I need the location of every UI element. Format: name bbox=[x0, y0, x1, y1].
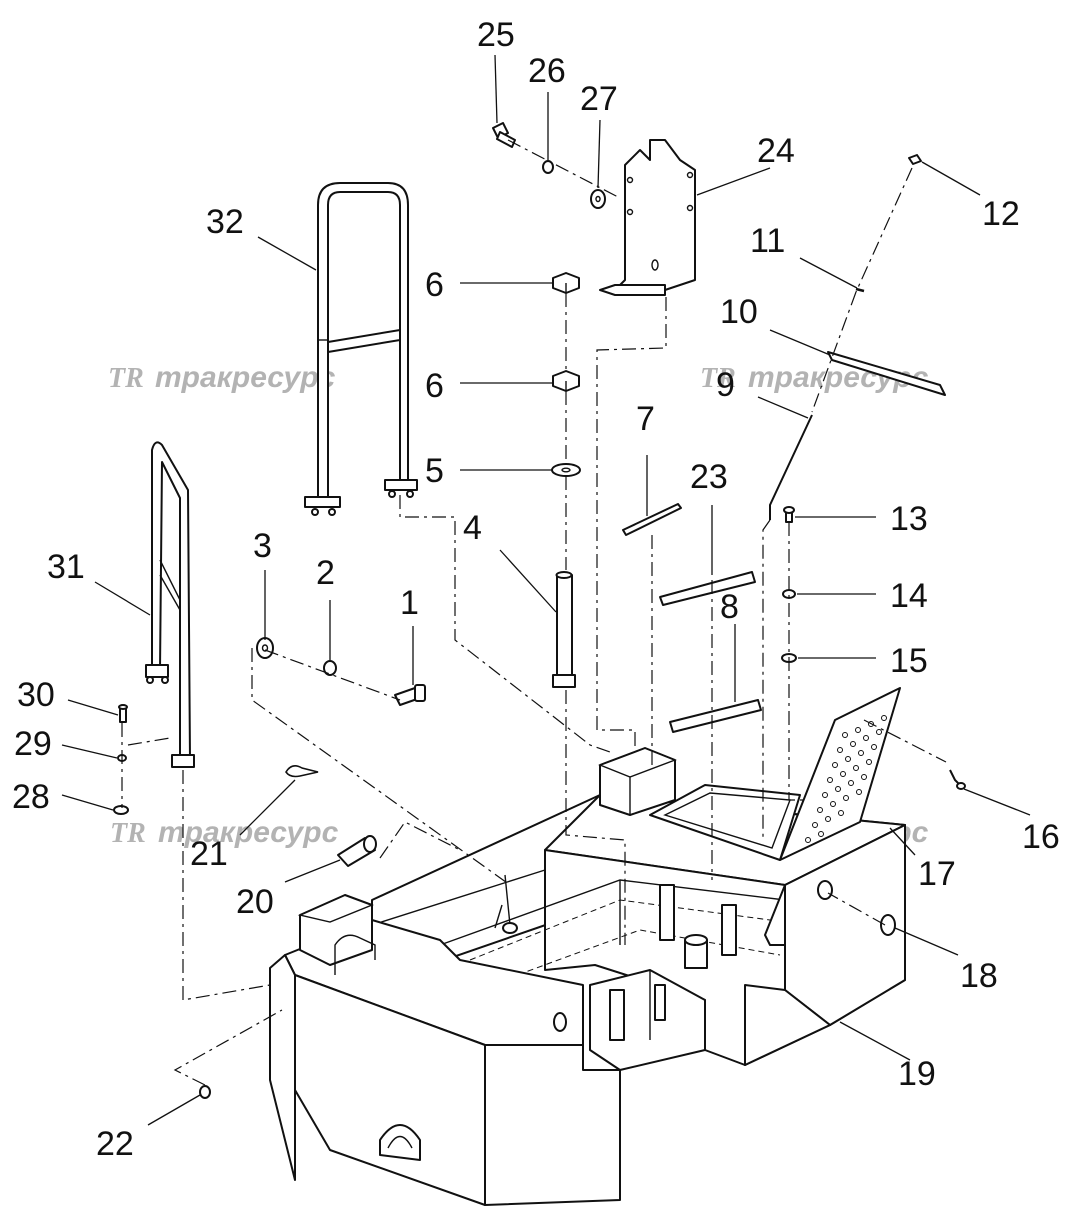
part-31-handrail bbox=[145, 441, 195, 768]
part-4-pin bbox=[552, 571, 576, 688]
callout-1: 1 bbox=[400, 584, 419, 622]
callout-6-upper: 6 bbox=[425, 266, 444, 304]
part-23-pad bbox=[659, 571, 756, 606]
assembly-centerlines bbox=[121, 139, 947, 1086]
callout-25: 25 bbox=[477, 16, 515, 54]
callout-7: 7 bbox=[636, 400, 655, 438]
callout-11: 11 bbox=[750, 222, 785, 260]
callout-17: 17 bbox=[918, 855, 956, 893]
callout-15: 15 bbox=[890, 642, 928, 680]
part-26-lock-washer bbox=[542, 160, 554, 174]
callout-19: 19 bbox=[898, 1055, 936, 1093]
callout-30: 30 bbox=[17, 676, 55, 714]
part-8-pad bbox=[669, 699, 762, 733]
callout-21: 21 bbox=[190, 835, 228, 873]
part-32-handrail bbox=[304, 182, 418, 516]
watermark-1: TR тракресурс bbox=[108, 361, 336, 394]
callout-16: 16 bbox=[1022, 818, 1060, 856]
watermark-3: TR тракресурс bbox=[110, 816, 339, 849]
part-6-nut-lower bbox=[552, 370, 580, 392]
left-handle-housing bbox=[297, 894, 376, 975]
part-9-rod bbox=[769, 414, 813, 520]
callout-8: 8 bbox=[720, 588, 739, 626]
part-20-pin bbox=[337, 835, 377, 867]
part-22-nut bbox=[199, 1085, 211, 1099]
callout-2: 2 bbox=[316, 554, 335, 592]
callout-23: 23 bbox=[690, 458, 728, 496]
part-2-lock-washer bbox=[323, 660, 337, 676]
callout-20: 20 bbox=[236, 883, 274, 921]
part-5-washer bbox=[551, 463, 581, 477]
deck-hatch-opening bbox=[649, 784, 801, 861]
deck-box bbox=[598, 747, 677, 816]
part-27-washer bbox=[590, 189, 606, 209]
callout-28: 28 bbox=[12, 778, 50, 816]
part-24-bracket bbox=[599, 139, 696, 296]
callout-22: 22 bbox=[96, 1125, 134, 1163]
part-13-pin bbox=[783, 506, 795, 523]
callout-numbers: 1 2 3 4 5 6 6 7 8 9 10 11 12 13 14 15 16… bbox=[12, 16, 1060, 1163]
callout-6-lower: 6 bbox=[425, 367, 444, 405]
callout-31: 31 bbox=[47, 548, 85, 586]
callout-5: 5 bbox=[425, 452, 444, 490]
main-frame-body bbox=[269, 794, 906, 1206]
part-30-bolt bbox=[118, 704, 128, 723]
callout-4: 4 bbox=[463, 509, 482, 547]
part-28-washer bbox=[113, 805, 129, 815]
callout-24: 24 bbox=[757, 132, 795, 170]
callout-18: 18 bbox=[960, 957, 998, 995]
part-12-nut bbox=[908, 154, 922, 165]
part-25-bolt bbox=[492, 122, 516, 148]
callout-3: 3 bbox=[253, 527, 272, 565]
part-21-cotter-pin bbox=[285, 764, 319, 778]
part-10-plate bbox=[827, 351, 946, 396]
watermark-text: тракресурс bbox=[155, 361, 336, 394]
part-1-bolt bbox=[394, 684, 426, 706]
callout-29: 29 bbox=[14, 725, 52, 763]
callout-9: 9 bbox=[716, 366, 735, 404]
callout-14: 14 bbox=[890, 577, 928, 615]
part-17-pedal-plate bbox=[779, 687, 901, 861]
watermark-logo: TR bbox=[110, 818, 146, 849]
watermark-text: тракресурс bbox=[158, 816, 339, 849]
part-7-strip bbox=[622, 503, 682, 536]
callout-13: 13 bbox=[890, 500, 928, 538]
watermark-logo: TR bbox=[700, 363, 736, 394]
part-16-clip bbox=[949, 769, 966, 790]
part-3-washer bbox=[256, 637, 274, 659]
callout-32: 32 bbox=[206, 203, 244, 241]
part-6-nut-upper bbox=[552, 272, 580, 294]
callout-27: 27 bbox=[580, 80, 618, 118]
callout-26: 26 bbox=[528, 52, 566, 90]
part-11-clip bbox=[855, 287, 865, 293]
callout-12: 12 bbox=[982, 195, 1020, 233]
watermark-logo: TR bbox=[108, 363, 144, 394]
leader-lines bbox=[61, 54, 1031, 1126]
callout-10: 10 bbox=[720, 293, 758, 331]
